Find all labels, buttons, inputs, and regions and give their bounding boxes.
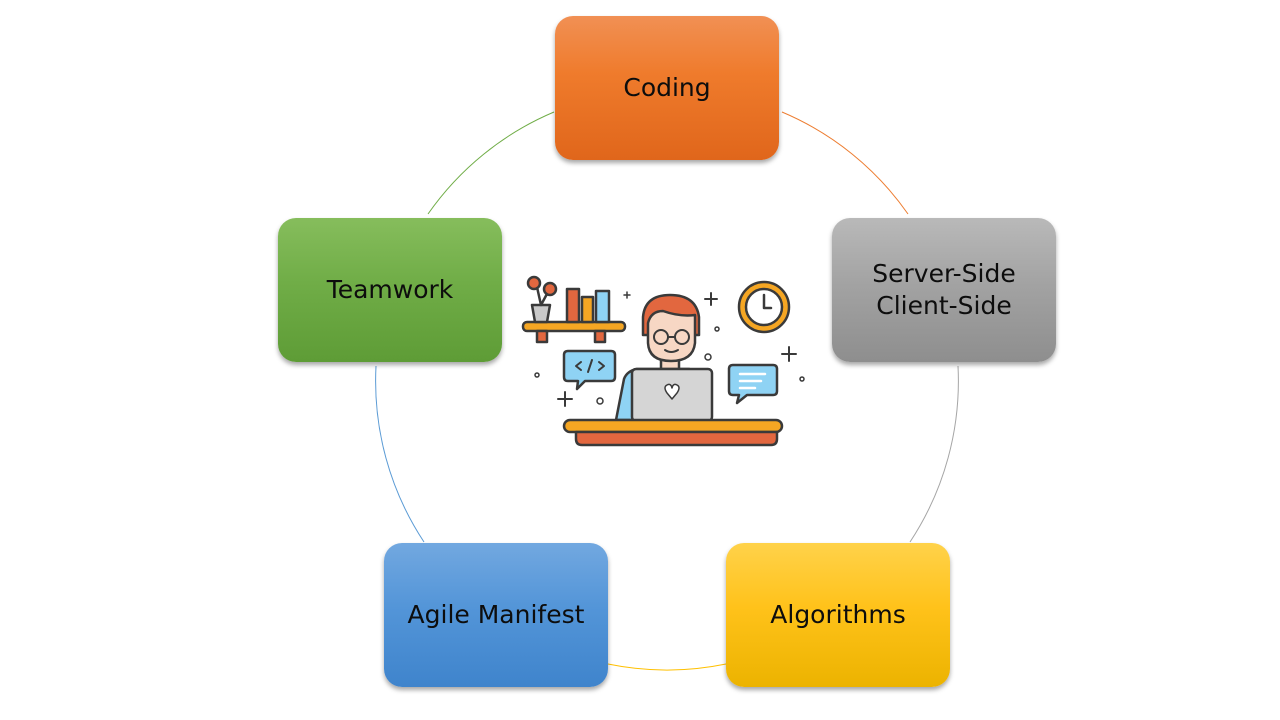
node-algorithms-label: Algorithms (770, 600, 906, 629)
node-agile-label: Agile Manifest (407, 600, 585, 629)
node-coding: Coding (555, 16, 779, 160)
connector-server-algorithms (909, 365, 959, 543)
books-icon (565, 287, 581, 324)
node-coding-label: Coding (623, 73, 711, 102)
connector-coding-server (781, 111, 909, 215)
node-server-label-line-1: Server-Side (872, 259, 1016, 288)
node-teamwork: Teamwork (278, 218, 502, 362)
flower-pot-icon (530, 303, 552, 324)
node-teamwork-label: Teamwork (326, 275, 454, 304)
connector-agile-teamwork (375, 365, 425, 543)
desk-icon (562, 418, 784, 434)
node-server-client: Server-Side Client-Side (832, 218, 1056, 362)
message-bubble-icon (727, 363, 779, 405)
shelf-icon (521, 320, 627, 333)
node-server-label-line-2: Client-Side (876, 291, 1012, 320)
developer-illustration-icon (521, 275, 805, 447)
connector-algorithms-agile (607, 663, 727, 671)
node-algorithms: Algorithms (726, 543, 950, 687)
connector-teamwork-coding (427, 111, 555, 215)
node-agile-manifest: Agile Manifest (384, 543, 608, 687)
